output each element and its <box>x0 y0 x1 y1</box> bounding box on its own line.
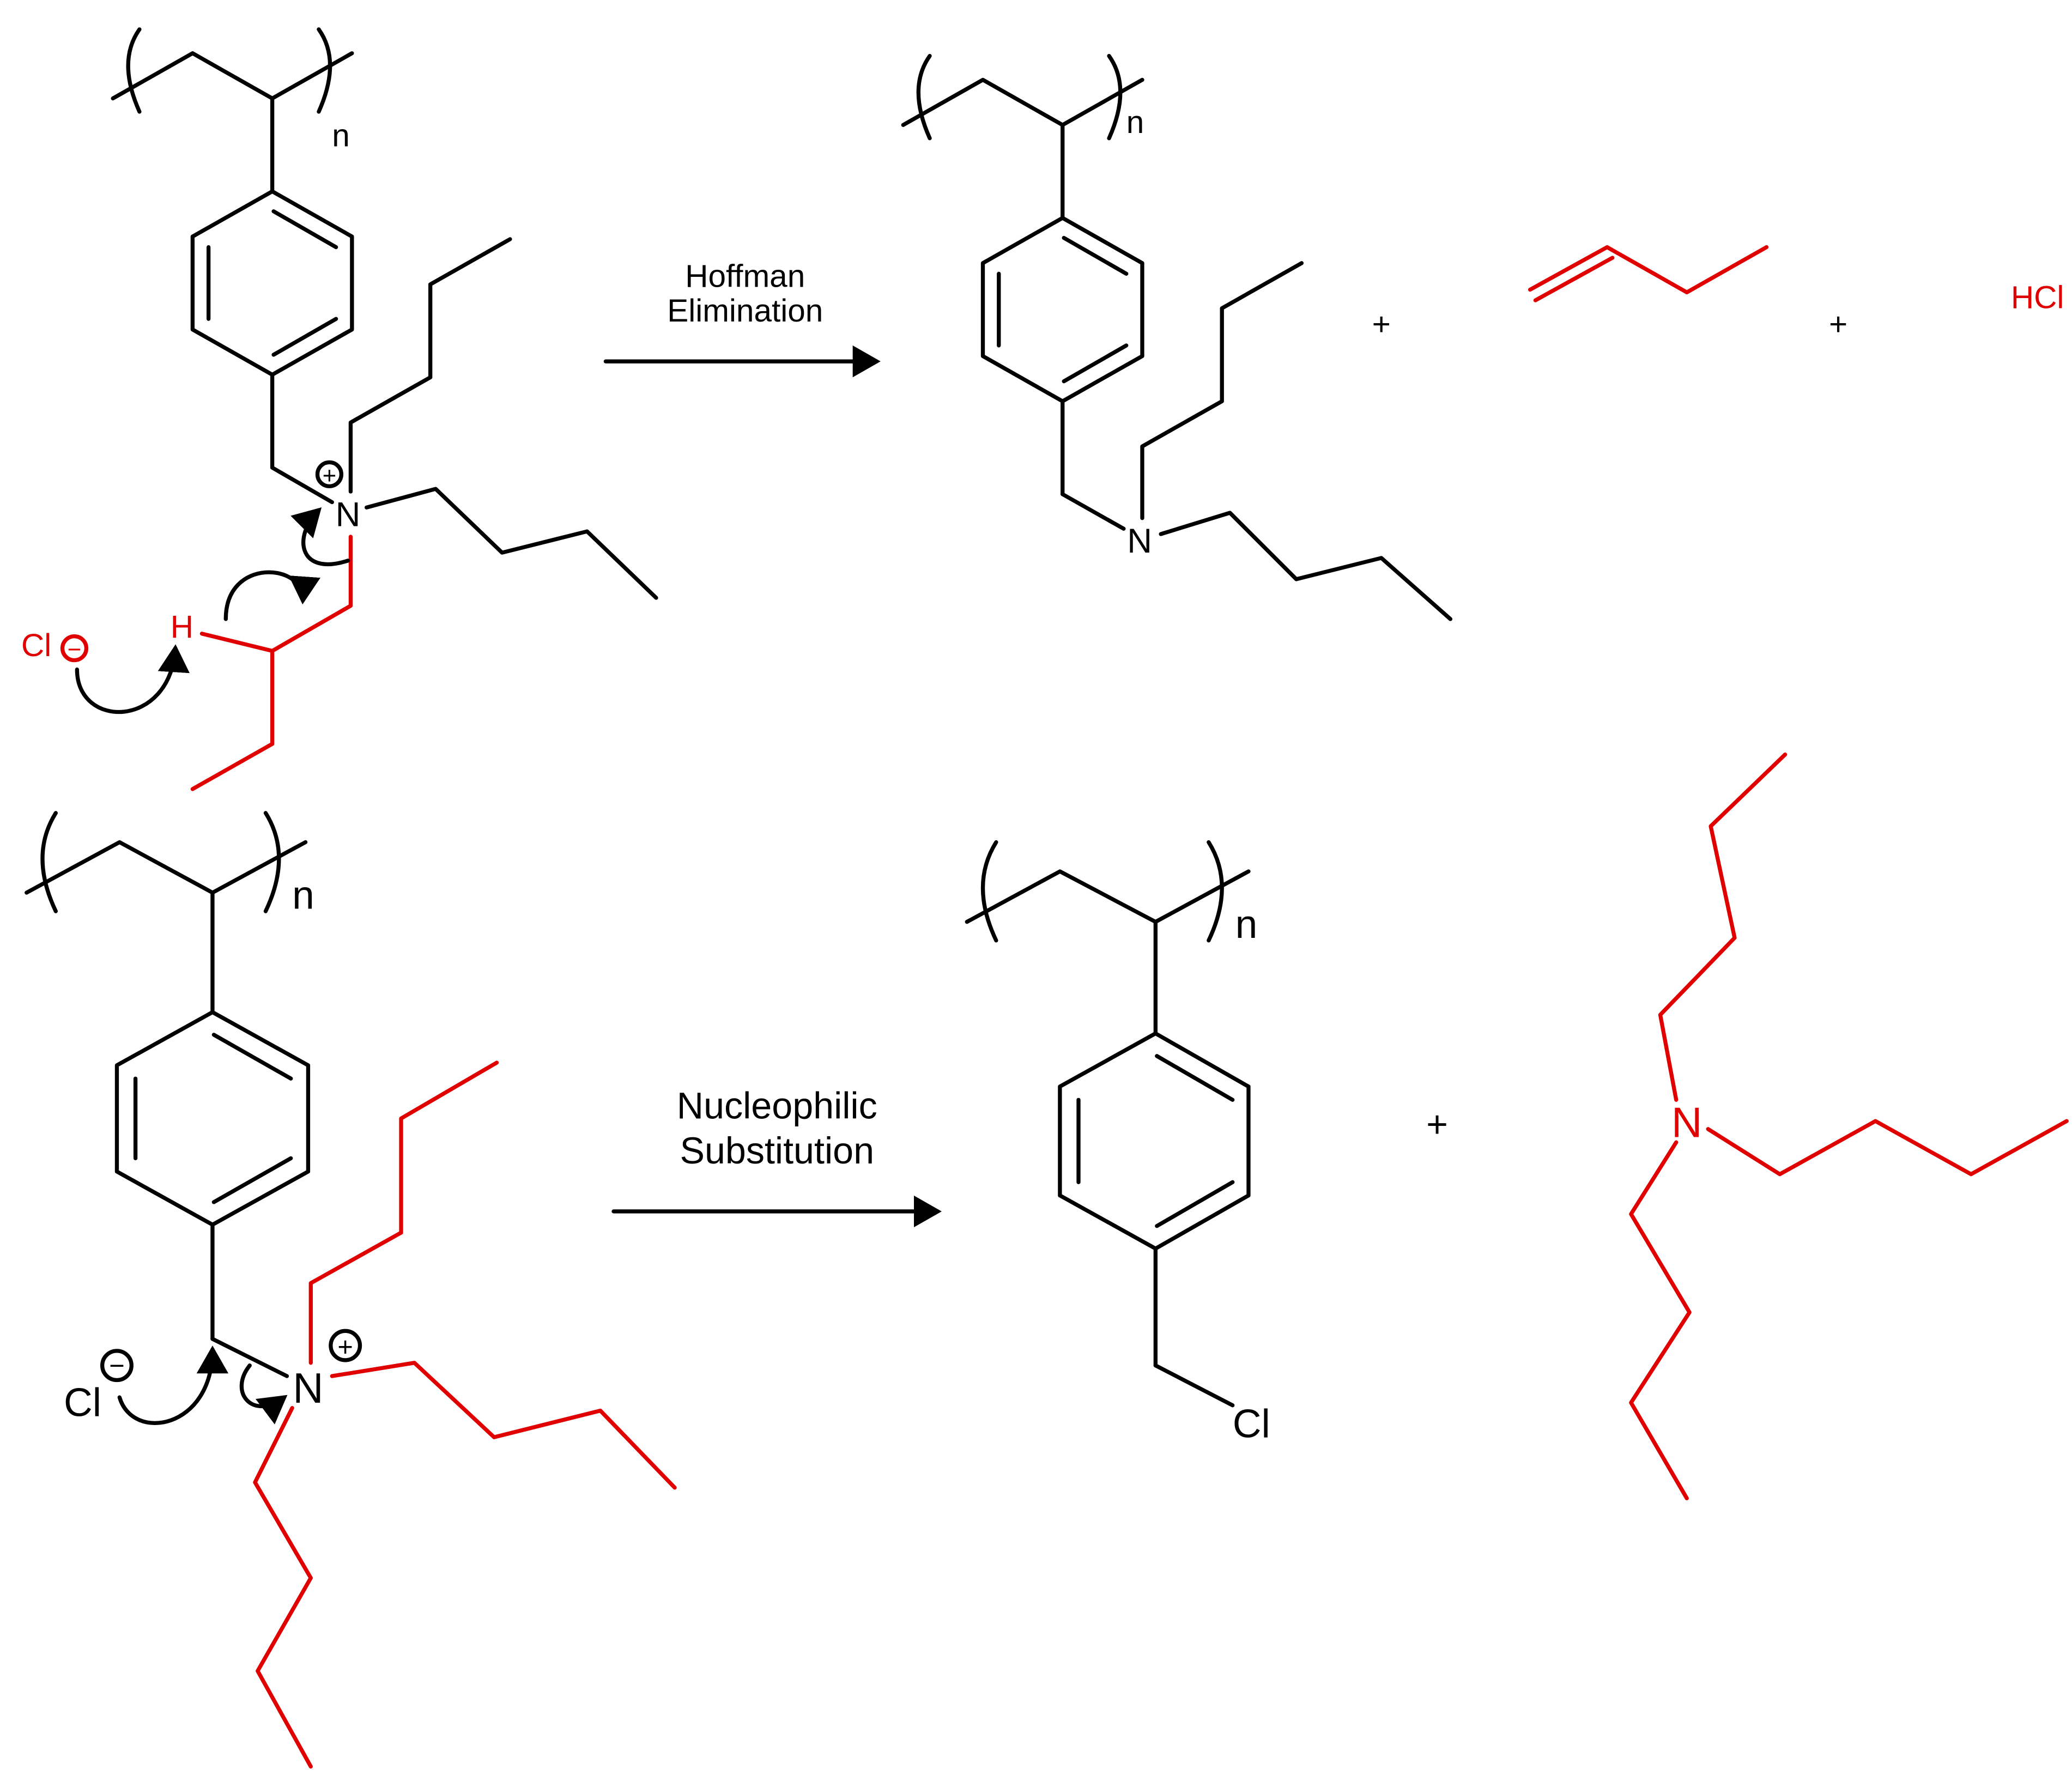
bottom-polymer-backbone <box>25 811 308 1015</box>
bottom-positive-charge-sign: + <box>337 1333 353 1362</box>
top-reaction-arrow: Hoffman Elimination <box>603 259 881 378</box>
positive-charge-icon <box>315 460 344 488</box>
polymer-backbone <box>111 27 354 193</box>
bottom-negative-charge-icon <box>100 1349 134 1383</box>
bottom-butyl-chain-up <box>308 1060 499 1365</box>
hcl-product: HCl <box>2011 280 2064 316</box>
c-h-bond <box>199 632 275 653</box>
leaving-butyl-chain <box>190 535 353 791</box>
tributylamine-nitrogen: N <box>1671 1098 1702 1146</box>
arrow-label-nucleophilic: Nucleophilic <box>677 1085 877 1126</box>
top-reactant: n N + H Cl − <box>21 27 658 791</box>
plus-sign-1: + <box>1372 306 1391 342</box>
bottom-positive-charge-icon <box>329 1329 362 1362</box>
product-repeat-subscript-n: n <box>1126 105 1144 140</box>
bottom-reactant: n N + Cl − <box>25 811 677 1769</box>
beta-hydrogen: H <box>171 609 193 645</box>
benzyl-n-bond <box>270 465 334 505</box>
bottom-curved-arrow-icons <box>117 1345 288 1425</box>
bottom-butyl-chain-down <box>253 1406 313 1769</box>
arrow-label-hoffman: Hoffman <box>685 259 805 294</box>
negative-charge-icon <box>60 634 89 663</box>
bottom-butyl-chain-right <box>330 1361 677 1490</box>
tributylamine-product: N <box>1629 752 2069 1501</box>
arrow-label-elimination: Elimination <box>667 293 823 329</box>
benzyl-chloride-cl: Cl <box>1233 1402 1270 1446</box>
chloride-anion: Cl <box>21 628 51 663</box>
curved-arrow-icons <box>75 507 350 714</box>
bottom-benzene-ring <box>114 1010 311 1227</box>
repeat-subscript-n: n <box>332 118 350 153</box>
bottom-repeat-subscript-n: n <box>292 873 314 917</box>
bottom-quaternary-nitrogen: N <box>293 1364 323 1412</box>
butyl-chain-right <box>365 487 658 600</box>
product-benzene-ring <box>980 216 1144 403</box>
positive-charge-sign: + <box>323 462 337 489</box>
bottom-negative-charge-sign: − <box>109 1351 124 1381</box>
bottom-reaction-arrow: Nucleophilic Substitution <box>611 1085 942 1228</box>
bottom-product-repeat-subscript-n: n <box>1235 902 1258 947</box>
bottom-plus-sign: + <box>1426 1104 1448 1145</box>
bottom-product-benzene-ring <box>1058 1031 1251 1251</box>
butyl-chain-up <box>348 237 512 494</box>
arrow-label-substitution: Substitution <box>680 1130 874 1172</box>
quaternary-nitrogen: N <box>336 495 361 534</box>
negative-charge-sign: − <box>68 637 82 663</box>
bottom-product-chloromethyl-polymer: n Cl <box>965 840 1270 1446</box>
plus-sign-2: + <box>1829 306 1847 342</box>
top-product-amine-polymer: n N <box>901 53 1453 621</box>
benzene-ring <box>190 189 354 377</box>
bottom-chloride-anion: Cl <box>64 1380 101 1425</box>
product-amine-nitrogen: N <box>1127 522 1152 560</box>
1-butene-product <box>1528 245 1769 302</box>
